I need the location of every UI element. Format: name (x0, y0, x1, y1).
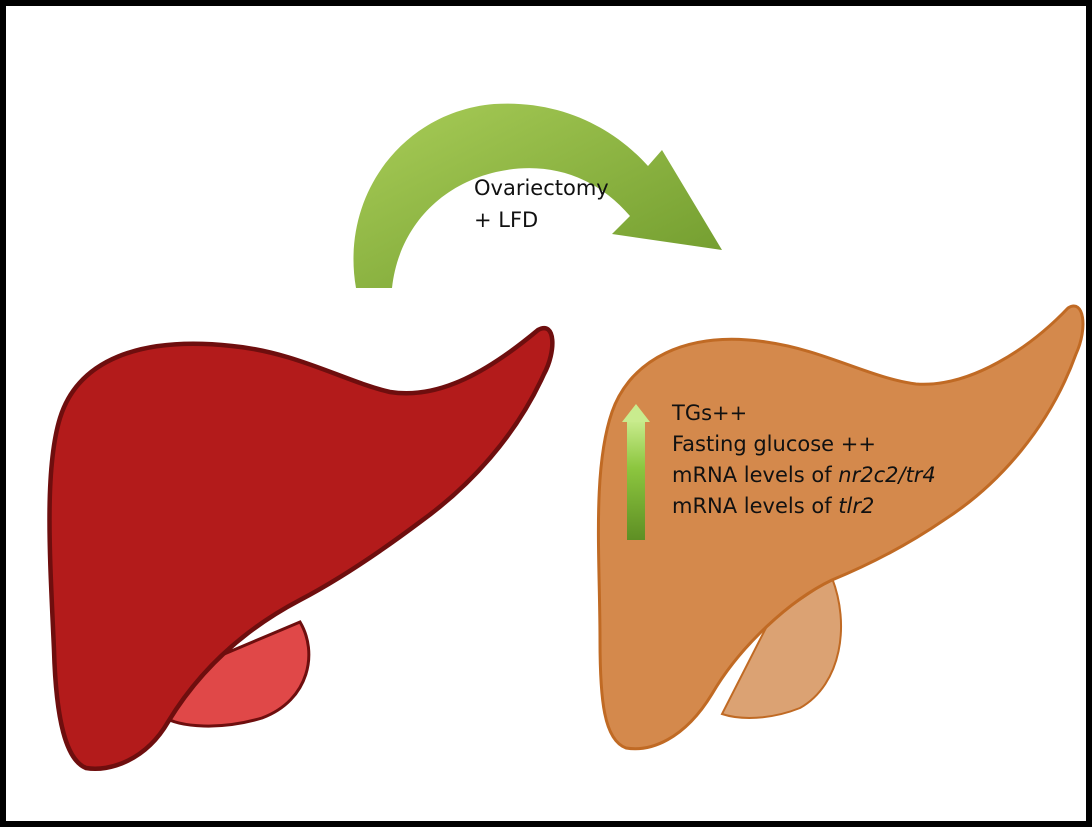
gene-tlr2: tlr2 (838, 494, 874, 518)
effect-tlr2-mrna: mRNA levels of tlr2 (672, 491, 936, 522)
effect-fasting-glucose: Fasting glucose ++ (672, 429, 936, 460)
healthy-liver (50, 328, 553, 769)
effect-nr2c2-mrna: mRNA levels of nr2c2/tr4 (672, 460, 936, 491)
transition-label-line2: + LFD (474, 204, 609, 236)
gene-nr2c2: nr2c2/tr4 (838, 463, 936, 487)
effect-tgs: TGs++ (672, 398, 936, 429)
transition-label: Ovariectomy + LFD (474, 172, 609, 236)
transition-label-line1: Ovariectomy (474, 172, 609, 204)
effects-list: TGs++ Fasting glucose ++ mRNA levels of … (672, 398, 936, 522)
fatty-liver (598, 306, 1083, 749)
effect-tlr2-prefix: mRNA levels of (672, 494, 838, 518)
effect-nr2c2-prefix: mRNA levels of (672, 463, 838, 487)
